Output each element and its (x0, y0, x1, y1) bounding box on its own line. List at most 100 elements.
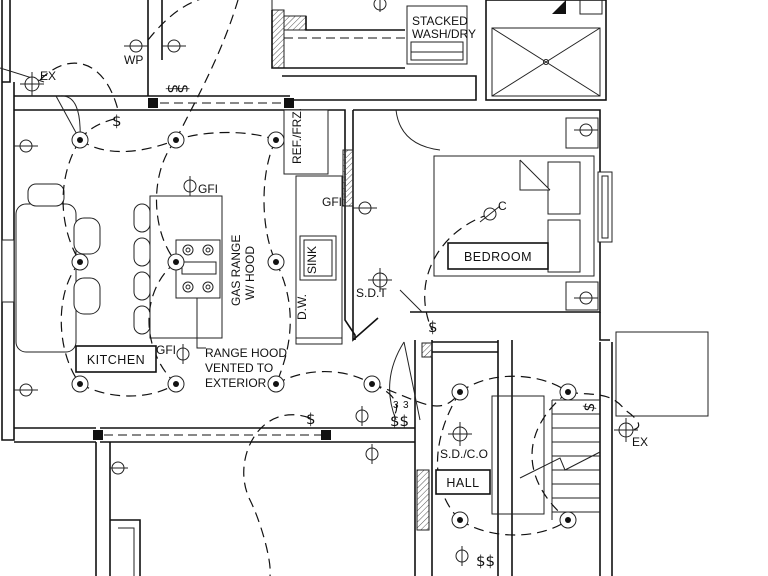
kitchen-label-box (75, 345, 157, 373)
range-hood-note-2: VENTED TO (205, 361, 273, 375)
switch-symbol: $ (174, 84, 192, 94)
ref-frz-label: REF./FRZ. (290, 108, 304, 164)
c-label: C (498, 199, 507, 213)
left-exterior-wall (1, 0, 15, 441)
duplex-receptacle (110, 461, 128, 475)
duplex-receptacle (355, 406, 369, 426)
upper-corridor-wall (147, 0, 163, 96)
hall-right-wall (599, 342, 613, 576)
three-way-switch-symbol: $$ (390, 412, 409, 430)
staircase (491, 395, 601, 520)
gfi-label: GFI (322, 195, 342, 209)
toilet-corner (552, 0, 566, 14)
receptacles (14, 0, 638, 566)
ceiling-light (267, 375, 285, 393)
stacked-washer-dryer (406, 5, 468, 65)
ceiling-light (71, 375, 89, 393)
ceiling-light (167, 131, 185, 149)
wash-dry-label: WASH/DRY (412, 27, 476, 41)
room-labels: KITCHEN BEDROOM HALL (75, 242, 549, 495)
with-hood-label: W/ HOOD (243, 246, 257, 300)
refrigerator (283, 109, 329, 175)
range-hood-note-1: RANGE HOOD (205, 346, 287, 360)
ceiling-light (167, 253, 185, 271)
ceiling-light (267, 253, 285, 271)
ceiling-light (167, 375, 185, 393)
duplex-receptacle (574, 123, 598, 137)
post (321, 430, 331, 440)
gfi-label: GFI (198, 182, 218, 196)
laundry-wall-hatch (271, 9, 285, 69)
laundry-bottom-wall (282, 75, 477, 101)
range-hood-note-3: EXTERIOR (205, 376, 267, 390)
lights (71, 131, 577, 529)
ceiling-light (559, 511, 577, 529)
duplex-receptacle (365, 444, 379, 464)
ceiling-light (363, 375, 381, 393)
bathroom-wall (485, 0, 607, 101)
exterior-deck (615, 331, 709, 417)
duplex-receptacle (353, 201, 377, 215)
hall-top-wall (330, 427, 415, 443)
bedroom-label-box (447, 242, 549, 270)
smoke-detector (368, 268, 392, 292)
smoke-detector (448, 422, 472, 446)
three-way-label: 3 (403, 400, 409, 411)
hall-label-box (435, 469, 491, 495)
ceiling-light (267, 131, 285, 149)
duplex-receptacle (455, 546, 469, 566)
duplex-receptacle (14, 383, 38, 397)
kitchen-top-wall-right (156, 95, 290, 111)
duplex-receptacle (183, 176, 197, 196)
switches: $ $ $ $ $ $$ 3 3 $$ $ (112, 84, 599, 570)
lower-left-room-wall (95, 442, 111, 576)
kitchen-label: KITCHEN (87, 353, 145, 367)
bedroom-window (597, 171, 613, 243)
gfi-label: GFI (156, 343, 176, 357)
ceiling-light (71, 253, 89, 271)
ex-label: EX (40, 69, 56, 83)
switch-symbol: $ (164, 84, 182, 94)
ceiling-light (451, 383, 469, 401)
sdco-label: S.D./C.O (440, 447, 488, 461)
switch-symbol: $ (428, 318, 438, 336)
duplex-receptacle (14, 139, 38, 153)
three-way-label: 3 (393, 400, 399, 411)
stair-wall (497, 340, 513, 576)
duplex-receptacle (479, 205, 501, 223)
duplex-receptacle (162, 39, 186, 53)
gas-range-label: GAS RANGE (229, 235, 243, 306)
wp-label: WP (124, 53, 143, 67)
labels: EX EX WP GFI GFI GFI S.D.T S.D./C.O C ST… (40, 14, 648, 461)
switch-symbol: $ (112, 112, 122, 130)
corridor-bottom-wall (100, 427, 330, 443)
duplex-receptacle (373, 0, 387, 12)
shower (491, 27, 601, 97)
bedroom-label: BEDROOM (464, 250, 532, 264)
stacked-label: STACKED (412, 14, 468, 28)
range-hood-leader (196, 298, 206, 349)
walls (0, 0, 709, 576)
ceiling-light (451, 511, 469, 529)
switch-symbol: $ (579, 401, 598, 414)
post (148, 98, 158, 108)
kitchen-bottom-wall (14, 427, 96, 443)
switch-symbol: $ (306, 410, 316, 428)
duplex-receptacle (574, 291, 598, 305)
dining-table (15, 203, 77, 353)
hall-left-wall (414, 340, 433, 576)
ceiling-light (71, 131, 89, 149)
sink (299, 235, 337, 281)
exhaust-fan (614, 418, 638, 442)
ceiling-light (559, 383, 577, 401)
post (284, 98, 294, 108)
duplex-receptacle (176, 344, 190, 364)
bedroom-door-swing (395, 109, 441, 151)
lower-left-fixture (110, 519, 141, 576)
bedroom-left-wall (352, 110, 379, 342)
sink-label: SINK (305, 246, 319, 274)
sdt-label: S.D.T (356, 286, 387, 300)
kitchen-window (1, 239, 15, 303)
post (93, 430, 103, 440)
